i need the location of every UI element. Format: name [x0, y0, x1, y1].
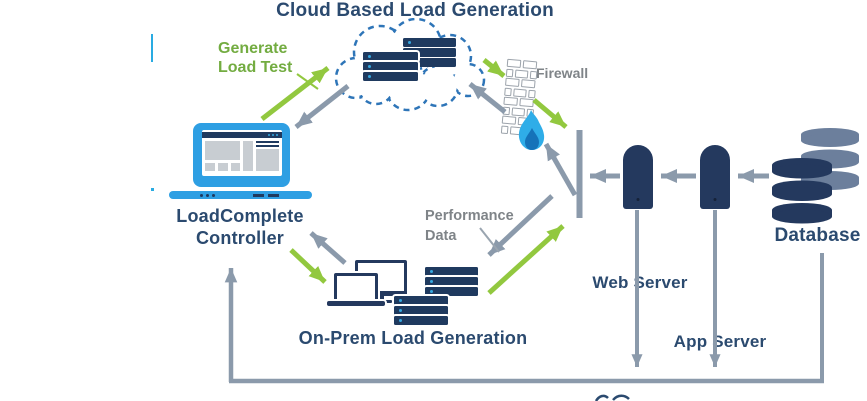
performance-note-pointer: [479, 227, 500, 253]
firewall-label: Firewall: [536, 65, 589, 81]
generate-note-pointer: [296, 73, 319, 90]
titlebar-dot: [272, 134, 274, 136]
performance-data-line2: Data: [425, 228, 457, 244]
titlebar-dot: [276, 134, 278, 136]
firewall-to-cloud-arrow: [468, 82, 507, 114]
stray-mark: [151, 34, 153, 62]
server-slat: [394, 316, 448, 325]
ui-panel: [205, 163, 215, 171]
generate-load-test-line1: Generate: [218, 40, 288, 57]
onprem-laptop-icon: [334, 273, 378, 302]
controller-laptop-base: [169, 191, 312, 199]
app-server-icon: [700, 145, 730, 209]
base-dot: [206, 194, 209, 197]
web-server-label: Web Server: [592, 273, 688, 292]
ui-line: [256, 141, 279, 143]
server-slat: [363, 72, 418, 81]
titlebar-dot: [268, 134, 270, 136]
server-slat: [394, 296, 448, 305]
bar-to-onprem-arrow: [487, 194, 554, 257]
onprem-to-bar-arrow: [487, 224, 565, 295]
database-back-cylinder: [801, 128, 859, 190]
cloud-to-controller-arrow: [294, 84, 350, 129]
base-dot: [212, 194, 215, 197]
web-server-icon: [623, 145, 653, 209]
ui-panel: [256, 149, 279, 171]
server-slat: [425, 277, 478, 286]
onprem-to-controller-arrow: [309, 231, 347, 265]
server-slat: [363, 52, 418, 61]
controller-label-line2: Controller: [195, 228, 284, 248]
controller-label-line1: LoadComplete: [176, 206, 304, 226]
controller-to-onprem-arrow: [289, 248, 327, 284]
ui-panel: [231, 163, 240, 171]
stray-dot: [151, 188, 154, 191]
server-slat: [363, 62, 418, 71]
database-label: Database: [774, 225, 861, 246]
performance-data-label: Performance Data: [425, 206, 514, 246]
controller-laptop-screen: [202, 130, 282, 176]
base-dash: [253, 193, 264, 197]
clipped-bottom-text-fragment: [594, 394, 630, 401]
database-front-cylinder: [772, 158, 832, 224]
server-slat: [425, 267, 478, 276]
server-slat: [394, 306, 448, 315]
ui-panel: [243, 141, 253, 171]
cloud-section-title: Cloud Based Load Generation: [276, 0, 554, 21]
bar-to-firewall-arrow: [543, 142, 578, 197]
generate-load-test-label: Generate Load Test: [218, 39, 292, 77]
cloud-to-firewall-arrow: [482, 58, 506, 78]
performance-data-line1: Performance: [425, 208, 514, 224]
generate-load-test-line2: Load Test: [218, 59, 293, 76]
flame-icon: [518, 110, 545, 150]
onprem-laptop-base: [327, 301, 385, 306]
controller-to-cloud-arrow: [260, 66, 330, 121]
ui-panel: [205, 141, 240, 160]
app-titlebar: [202, 132, 282, 138]
monitor-stand: [377, 296, 384, 301]
database-icon: [772, 128, 859, 224]
server-slat: [425, 287, 478, 296]
base-dot: [200, 194, 203, 197]
onprem-label: On-Prem Load Generation: [298, 328, 528, 348]
firewall-to-bar-arrow: [532, 98, 568, 129]
ui-panel: [218, 163, 228, 171]
app-server-label: App Server: [673, 332, 767, 351]
server-slat: [403, 38, 456, 47]
ui-line: [256, 145, 279, 147]
controller-label: LoadComplete Controller: [165, 205, 315, 249]
base-dash: [268, 193, 279, 197]
